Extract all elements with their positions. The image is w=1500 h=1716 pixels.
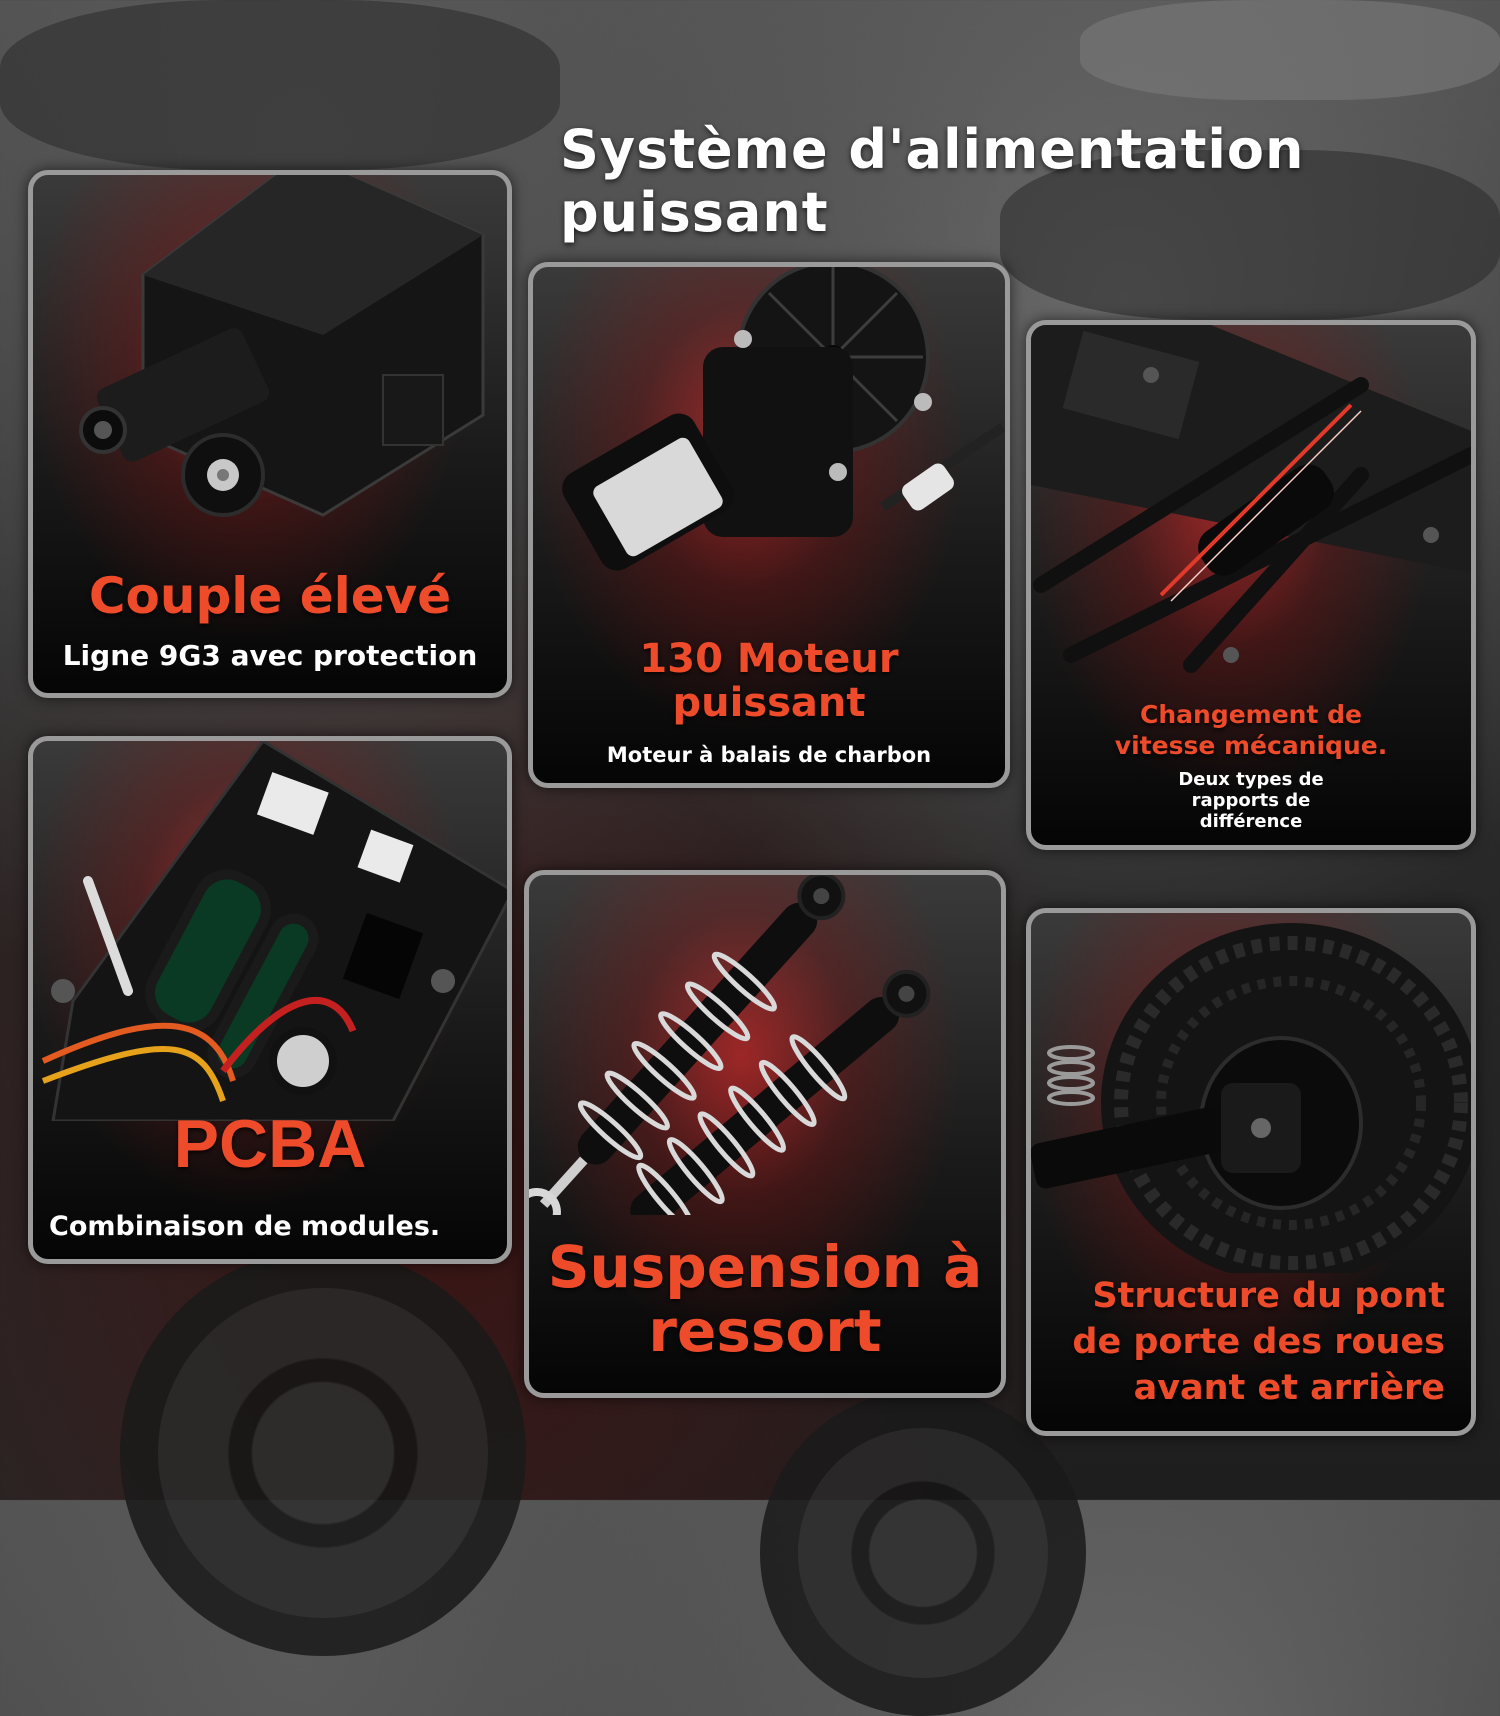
circuit-board-icon <box>41 741 507 1121</box>
motor-heading-line2: puissant <box>672 680 866 726</box>
page-title: Système d'alimentation puissant <box>560 118 1305 245</box>
gear-heading-line1: Changement de <box>1140 700 1362 729</box>
tire-axle-icon <box>1031 923 1471 1273</box>
gear-motor-icon <box>562 267 1005 571</box>
suspension-heading-line1: Suspension à <box>547 1233 983 1301</box>
background-wheel <box>120 1250 526 1656</box>
gear-subtitle-line3: différence <box>1199 811 1303 832</box>
gear-subtitle-line1: Deux types de <box>1178 769 1324 790</box>
axle-card: Structure du pont de porte des roues ava… <box>1026 908 1476 1436</box>
motor-card: 130 Moteur puissant Moteur à balais de c… <box>528 262 1010 788</box>
servo-icon <box>79 175 485 517</box>
pcba-card: PCBA Combinaison de modules. <box>28 736 512 1264</box>
servo-heading: Couple élevé <box>88 567 452 625</box>
suspension-heading-line2: ressort <box>648 1297 882 1365</box>
motor-heading-line1: 130 Moteur <box>639 636 899 682</box>
axle-heading-line2: de porte des roues <box>1072 1322 1445 1362</box>
pcba-subtitle: Combinaison de modules. <box>49 1211 441 1242</box>
servo-subtitle: Ligne 9G3 avec protection <box>62 639 478 672</box>
axle-heading-line1: Structure du pont <box>1092 1276 1445 1316</box>
pcba-heading: PCBA <box>173 1106 367 1182</box>
shock-absorber-icon <box>529 875 931 1215</box>
background-wall <box>1080 0 1500 100</box>
background-wheel <box>760 1390 1086 1716</box>
axle-heading-line3: avant et arrière <box>1133 1368 1445 1408</box>
suspension-card: Suspension à ressort <box>524 870 1006 1398</box>
background-rock <box>1000 150 1500 320</box>
servo-card: Couple élevé Ligne 9G3 avec protection <box>28 170 512 698</box>
background-rock <box>0 0 560 170</box>
gear-heading-line2: vitesse mécanique. <box>1114 731 1388 760</box>
chassis-gear-icon <box>1031 325 1471 673</box>
gear-shift-card: Changement de vitesse mécanique. Deux ty… <box>1026 320 1476 850</box>
motor-subtitle: Moteur à balais de charbon <box>606 743 932 767</box>
gear-subtitle-line2: rapports de <box>1191 790 1311 811</box>
